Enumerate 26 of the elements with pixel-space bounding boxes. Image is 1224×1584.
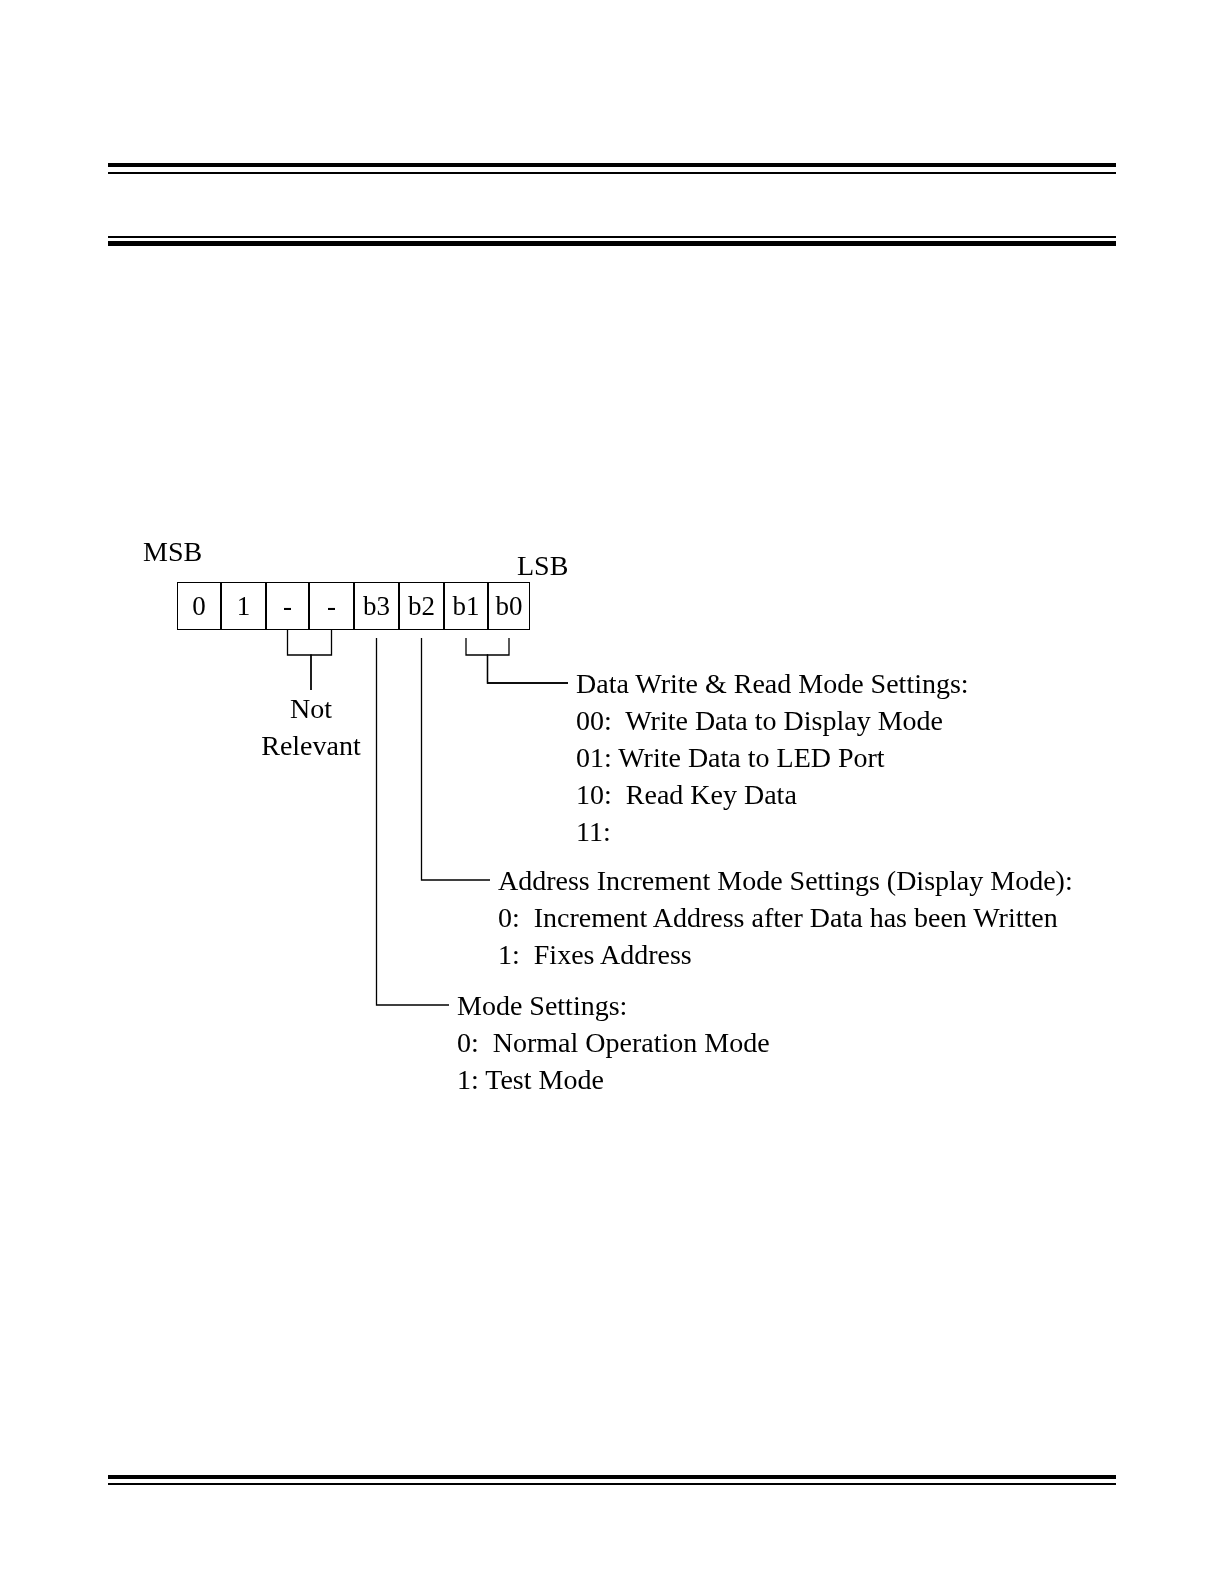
setting-option: 10: Read Key Data xyxy=(576,776,969,813)
bit-cell: b1 xyxy=(444,582,488,630)
bit-cell: b0 xyxy=(488,582,530,630)
setting-option: 00: Write Data to Display Mode xyxy=(576,702,969,739)
setting-option: 1: Fixes Address xyxy=(498,936,1073,973)
setting-option: 0: Normal Operation Mode xyxy=(457,1024,770,1061)
setting-heading: Data Write & Read Mode Settings: xyxy=(576,667,969,701)
bit-cell: b3 xyxy=(354,582,399,630)
setting-option: 0: Increment Address after Data has been Written xyxy=(498,899,1073,936)
bit-order-label: MSB xyxy=(143,535,203,569)
setting-heading: Mode Settings: xyxy=(457,989,629,1023)
bit-cell: - xyxy=(309,582,354,630)
leader-line xyxy=(375,637,450,1006)
leader-line xyxy=(465,637,569,684)
setting-heading: Address Increment Mode Settings (Display Mode): xyxy=(498,864,1073,898)
bit-cell: 1 xyxy=(221,582,266,630)
bit-cell: - xyxy=(266,582,309,630)
leader-line xyxy=(420,637,491,881)
annotation-text: Not Relevant xyxy=(258,690,364,764)
setting-option: 01: Write Data to LED Port xyxy=(576,739,969,776)
setting-option: 11: xyxy=(576,813,969,850)
bit-cell: b2 xyxy=(399,582,444,630)
setting-option: 1: Test Mode xyxy=(457,1061,770,1098)
bit-order-label: LSB xyxy=(517,549,569,583)
leader-line xyxy=(310,629,333,691)
bit-cell: 0 xyxy=(177,582,221,630)
